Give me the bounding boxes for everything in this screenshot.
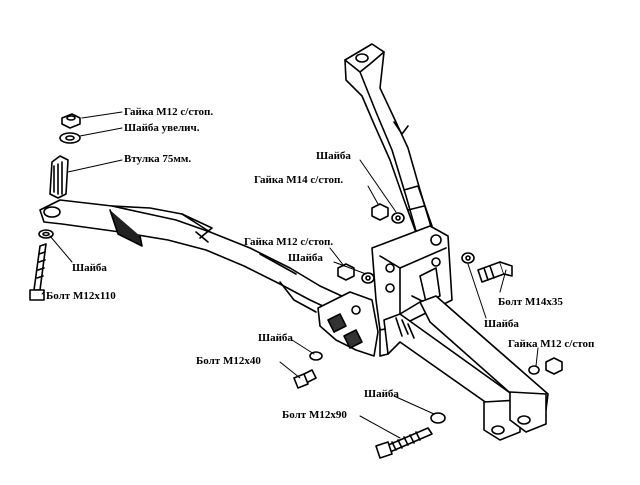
label-bolt-m14x35: Болт М14х35 (498, 296, 563, 308)
bolt-m14x35 (477, 261, 513, 283)
label-bolt-m12x90: Болт М12х90 (282, 409, 347, 421)
bolt-m12x90 (375, 427, 433, 459)
label-washer-large: Шайба увелич. (124, 122, 200, 134)
nut-m12-top (61, 113, 81, 129)
washer-right-bottom (528, 365, 540, 375)
washer-right (461, 252, 475, 264)
label-washer-left: Шайба (72, 262, 107, 274)
leader-lines (41, 111, 539, 439)
washer-bottom (430, 412, 446, 424)
washer-top-mid (391, 212, 405, 224)
bolt-m12x40 (293, 369, 317, 389)
washer-bottom-left (309, 351, 323, 361)
washer-mid (361, 272, 375, 284)
label-washer-bottom-left: Шайба (258, 332, 293, 344)
left-arm (39, 199, 347, 315)
label-nut-m12-mid: Гайка М12 с/стоп. (244, 236, 334, 248)
label-washer-bottom: Шайба (364, 388, 399, 400)
washer-large (59, 132, 81, 144)
bolt-m12x110 (29, 243, 47, 301)
label-nut-m12-top: Гайка М12 с/стоп. (124, 106, 214, 118)
label-bolt-m12x110: Болт М12х110 (46, 290, 116, 302)
lower-frame (379, 295, 549, 441)
label-washer-mid: Шайба (288, 252, 323, 264)
bushing (49, 155, 69, 199)
label-nut-m12-right: Гайка М12 с/стоп (508, 338, 595, 350)
upper-lever (344, 43, 433, 239)
label-bushing: Втулка 75мм. (124, 153, 192, 165)
nut-m12-right (545, 357, 563, 375)
label-washer-right: Шайба (484, 318, 519, 330)
label-bolt-m12x40: Болт М12х40 (196, 355, 261, 367)
label-washer-top-mid: Шайба (316, 150, 351, 162)
label-nut-m14: Гайка М14 с/стоп. (254, 174, 344, 186)
mid-bracket (317, 291, 379, 357)
nut-m14 (371, 203, 389, 221)
